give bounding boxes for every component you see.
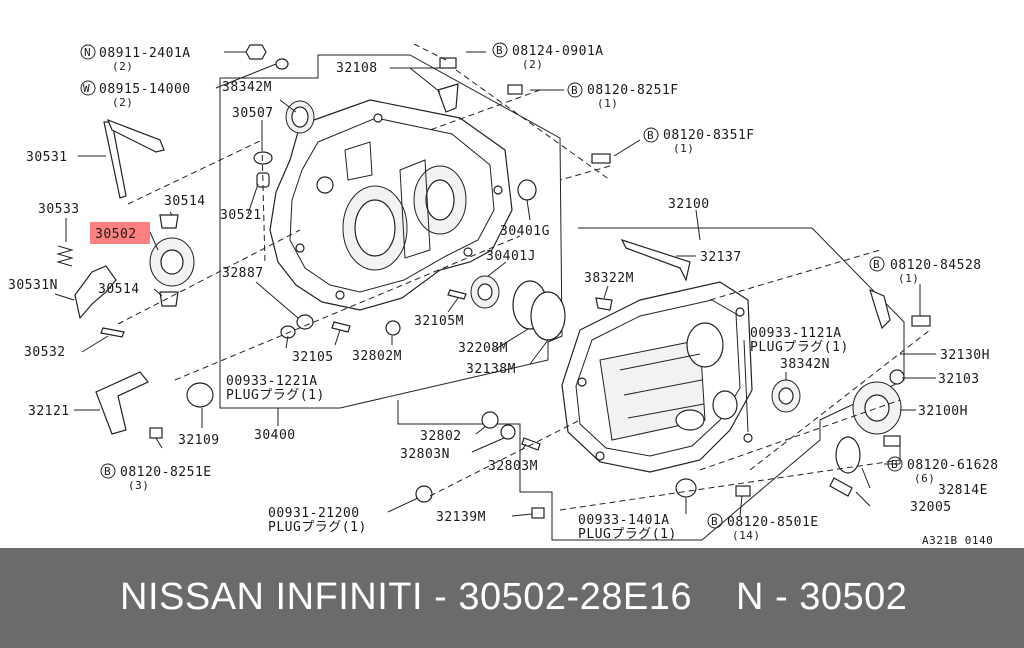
prefix-b: B <box>104 465 111 478</box>
label-30521: 30521 <box>220 208 262 223</box>
label-32100: 32100 <box>668 197 710 212</box>
label-30507: 30507 <box>232 106 274 121</box>
label-32802m: 32802M <box>352 349 402 364</box>
label-00933-1401a: 00933-1401A <box>578 513 670 528</box>
label-32005: 32005 <box>910 500 952 515</box>
label-32139m: 32139M <box>436 510 486 525</box>
label-08120-8251f: 08120-8251F <box>587 83 679 98</box>
transmission-case-drawing <box>561 281 753 473</box>
prefix-b: B <box>571 84 578 97</box>
label-plug: PLUGプラグ(1) <box>268 520 367 535</box>
parts-diagram: N W B B B B B B B 08911-2401A (2) 08915-… <box>8 42 999 547</box>
label-32138m: 32138M <box>466 362 516 377</box>
footer-part-code: N - 30502 <box>736 576 908 618</box>
label-32105: 32105 <box>292 350 334 365</box>
catalog-reference: A321B 0140 <box>922 534 993 547</box>
label-qty: (1) <box>597 97 618 110</box>
label-30502: 30502 <box>95 227 137 242</box>
label-32814e: 32814E <box>938 483 988 498</box>
label-32802: 32802 <box>420 429 462 444</box>
label-qty: (14) <box>732 529 761 542</box>
label-08120-84528: 08120-84528 <box>890 258 982 273</box>
label-qty: (2) <box>112 96 133 109</box>
label-plug: PLUGプラグ(1) <box>226 388 325 403</box>
label-32137: 32137 <box>700 250 742 265</box>
label-38342n: 38342N <box>780 357 830 372</box>
label-30400: 30400 <box>254 428 296 443</box>
label-32109: 32109 <box>178 433 220 448</box>
label-08120-8351f: 08120-8351F <box>663 128 755 143</box>
prefix-w: W <box>83 82 90 95</box>
prefix-b: B <box>711 515 718 528</box>
label-08124-0901a: 08124-0901A <box>512 44 604 59</box>
small-parts <box>56 44 931 519</box>
footer-banner: NISSAN INFINITI - 30502-28E16 N - 30502 <box>0 548 1024 648</box>
prefix-n: N <box>84 46 91 59</box>
label-32803n: 32803N <box>400 447 450 462</box>
label-30531: 30531 <box>26 150 68 165</box>
label-qty: (3) <box>128 479 149 492</box>
label-plug: PLUGプラグ(1) <box>578 527 677 542</box>
label-plug: PLUGプラグ(1) <box>750 340 849 355</box>
label-08915-14000: 08915-14000 <box>99 82 191 97</box>
label-qty: (2) <box>522 58 543 71</box>
label-qty: (1) <box>673 142 694 155</box>
label-32130h: 32130H <box>940 348 990 363</box>
label-08911-2401a: 08911-2401A <box>99 46 191 61</box>
selected-part-highlight <box>90 222 150 244</box>
label-00933-1221a: 00933-1221A <box>226 374 318 389</box>
dashed-guides <box>117 43 931 511</box>
diagram-svg: N W B B B B B B B 08911-2401A (2) 08915-… <box>8 42 999 547</box>
label-qty: (1) <box>898 272 919 285</box>
label-32105m: 32105M <box>414 314 464 329</box>
prefix-markers: N W B B B B B B B <box>80 42 903 529</box>
label-38342m: 38342M <box>222 80 272 95</box>
prefix-b: B <box>891 458 898 471</box>
label-32100h: 32100H <box>918 404 968 419</box>
label-32208m: 32208M <box>458 341 508 356</box>
label-qty: (2) <box>112 60 133 73</box>
label-00933-1121a: 00933-1121A <box>750 326 842 341</box>
label-00931-21200: 00931-21200 <box>268 506 360 521</box>
part-labels: 08911-2401A (2) 08915-14000 (2) 38342M 3… <box>8 44 999 547</box>
label-32103: 32103 <box>938 372 980 387</box>
case-group-frame <box>219 54 563 409</box>
prefix-b: B <box>873 258 880 271</box>
label-30514: 30514 <box>98 282 140 297</box>
leader-lines <box>54 51 936 517</box>
transmission-group-frame <box>397 227 905 541</box>
label-30401j: 30401J <box>486 249 536 264</box>
label-30532: 30532 <box>24 345 66 360</box>
label-38322m: 38322M <box>584 271 634 286</box>
label-32887: 32887 <box>222 266 264 281</box>
label-32121: 32121 <box>28 404 70 419</box>
label-30533: 30533 <box>38 202 80 217</box>
label-qty: (6) <box>914 472 935 485</box>
label-30401g: 30401G <box>500 224 550 239</box>
label-30514: 30514 <box>164 194 206 209</box>
footer-title: NISSAN INFINITI - 30502-28E16 <box>120 576 693 618</box>
prefix-b: B <box>496 44 503 57</box>
label-32803m: 32803M <box>488 459 538 474</box>
prefix-b: B <box>647 129 654 142</box>
label-08120-8251e: 08120-8251E <box>120 465 212 480</box>
label-30531n: 30531N <box>8 278 58 293</box>
label-08120-8501e: 08120-8501E <box>727 515 819 530</box>
label-32108: 32108 <box>336 61 378 76</box>
label-08120-61628: 08120-61628 <box>907 458 999 473</box>
clutch-housing-drawing <box>269 99 513 311</box>
